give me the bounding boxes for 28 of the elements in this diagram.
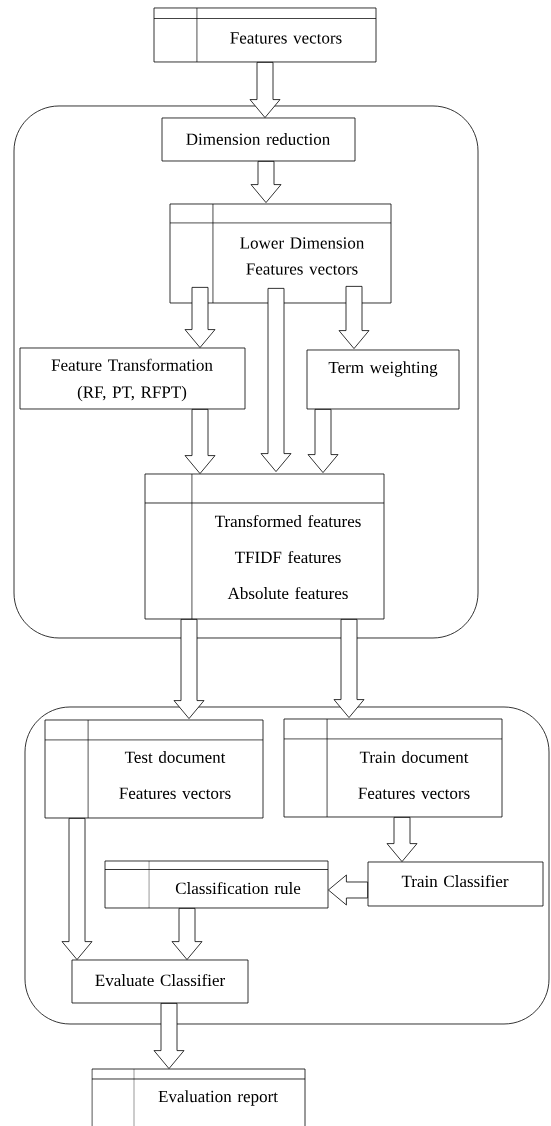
block-arrow — [249, 62, 281, 118]
data-store-box: Features vectors — [153, 7, 377, 63]
block-arrow — [338, 286, 370, 349]
block-arrow — [171, 908, 203, 960]
data-store-box: Transformed features TFIDF features Absolute features — [144, 473, 385, 620]
block-arrow — [250, 161, 282, 203]
block-arrow — [61, 818, 93, 960]
data-store-box: Evaluation report — [91, 1068, 306, 1126]
group-frame — [24, 706, 550, 1025]
group-frame — [13, 105, 479, 639]
block-arrow — [386, 817, 418, 862]
block-arrow — [260, 288, 292, 472]
block-arrow — [333, 619, 365, 718]
data-store-box: Classification rule — [104, 860, 329, 909]
data-store-box: Test document Features vectors — [44, 719, 264, 819]
process-box: Evaluate Classifier — [71, 959, 249, 1004]
data-store-box: Train document Features vectors — [283, 718, 503, 818]
block-arrow — [184, 409, 216, 474]
data-store-box: Lower Dimension Features vectors — [169, 203, 392, 304]
block-arrow — [173, 619, 205, 719]
process-box: Train Classifier — [367, 861, 544, 907]
process-box: Dimension reduction — [161, 117, 356, 162]
block-arrow — [153, 1003, 185, 1069]
block-arrow — [307, 409, 339, 473]
process-box: Feature Transformation (RF, PT, RFPT) — [19, 347, 246, 410]
block-arrow — [328, 874, 368, 906]
block-arrow — [184, 287, 216, 348]
process-box: Term weighting — [306, 349, 460, 410]
